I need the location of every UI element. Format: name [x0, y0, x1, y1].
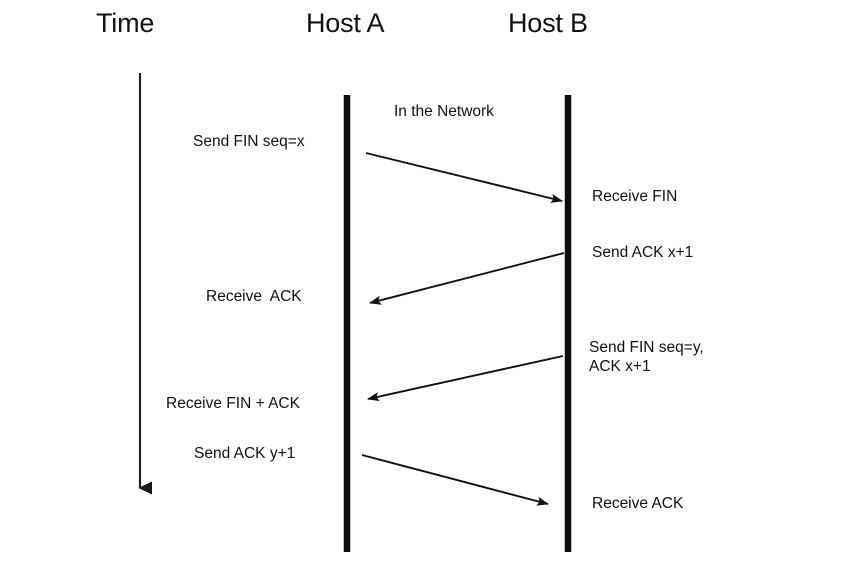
message-fin-a-to-b — [365, 152, 563, 203]
host-b-title: Host B — [508, 8, 588, 38]
in-the-network-label: In the Network — [394, 103, 494, 120]
time-axis-title: Time — [96, 8, 155, 38]
label-send-ack-x-plus-1: Send ACK x+1 — [592, 244, 694, 261]
label-send-fin-seq-x: Send FIN seq=x — [193, 133, 305, 150]
label-receive-fin: Receive FIN — [592, 188, 678, 205]
message-ack-a-to-b — [361, 454, 549, 506]
label-receive-ack: Receive ACK — [206, 288, 302, 305]
label-send-ack-y-plus-1: Send ACK y+1 — [194, 445, 296, 462]
message-ack-b-to-a — [369, 252, 565, 305]
host-a-title: Host A — [306, 8, 385, 38]
label-receive-fin-ack: Receive FIN + ACK — [166, 395, 300, 412]
message-fin-ack-b-to-a — [367, 355, 564, 402]
label-send-fin-seq-y-ack-x-plus-1: Send FIN seq=y, ACK x+1 — [589, 339, 704, 375]
label-receive-ack-final: Receive ACK — [592, 495, 684, 512]
